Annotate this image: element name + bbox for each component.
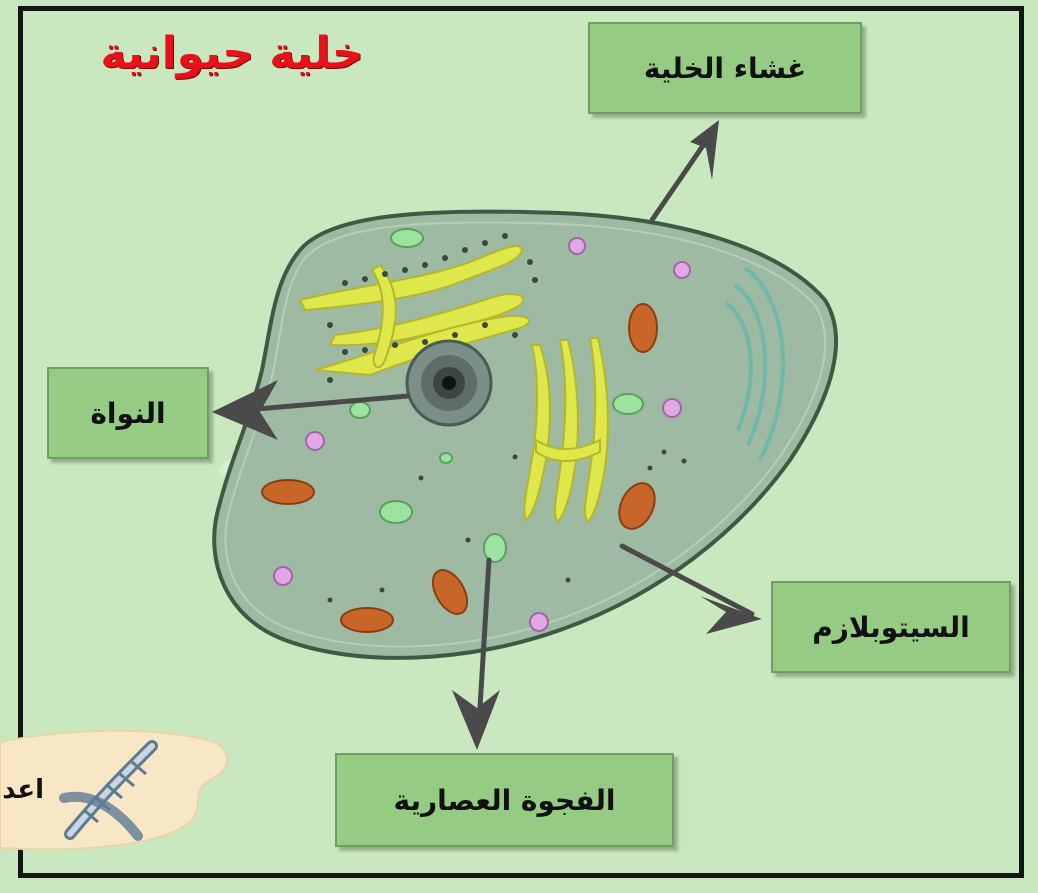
page-title: خلية حيوانية [82, 28, 382, 79]
golgi-apparatus [524, 338, 608, 522]
nucleus [407, 341, 491, 425]
label-nucleus: النواة [47, 367, 209, 459]
note-partial-text: اعد [0, 775, 44, 805]
label-cytoplasm: السيتوبلازم [771, 581, 1011, 673]
label-cell-membrane: غشاء الخلية [588, 22, 862, 114]
label-vacuole: الفجوة العصارية [335, 753, 674, 847]
